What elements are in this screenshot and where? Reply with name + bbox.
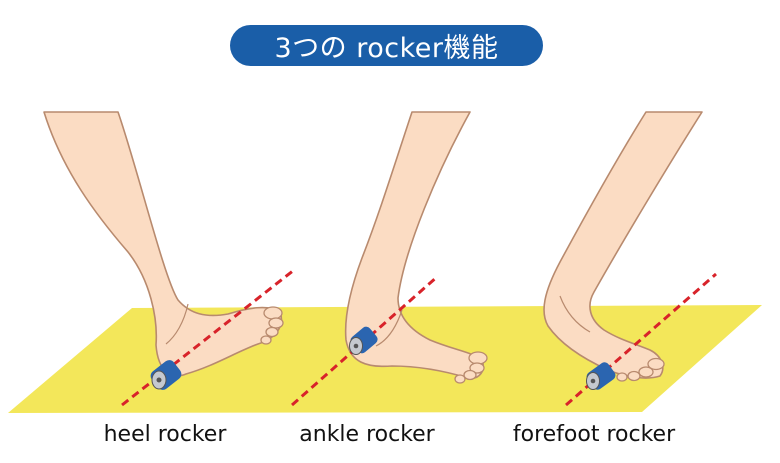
heel-rocker-roller-icon (150, 360, 182, 390)
leg-forefoot-rocker (543, 111, 717, 407)
title-text: 3つの rocker機能 (274, 33, 499, 64)
leg-heel-rocker (43, 111, 295, 407)
caption-ankle-rocker: ankle rocker (299, 422, 435, 447)
title-banner: 3つの rocker機能 (230, 25, 543, 66)
caption-forefoot-rocker: forefoot rocker (512, 422, 676, 447)
forefoot-rocker-roller-icon (586, 362, 616, 390)
leg-ankle-rocker (291, 111, 488, 407)
caption-heel-rocker: heel rocker (103, 422, 227, 447)
ankle-rocker-roller-icon (349, 326, 378, 355)
